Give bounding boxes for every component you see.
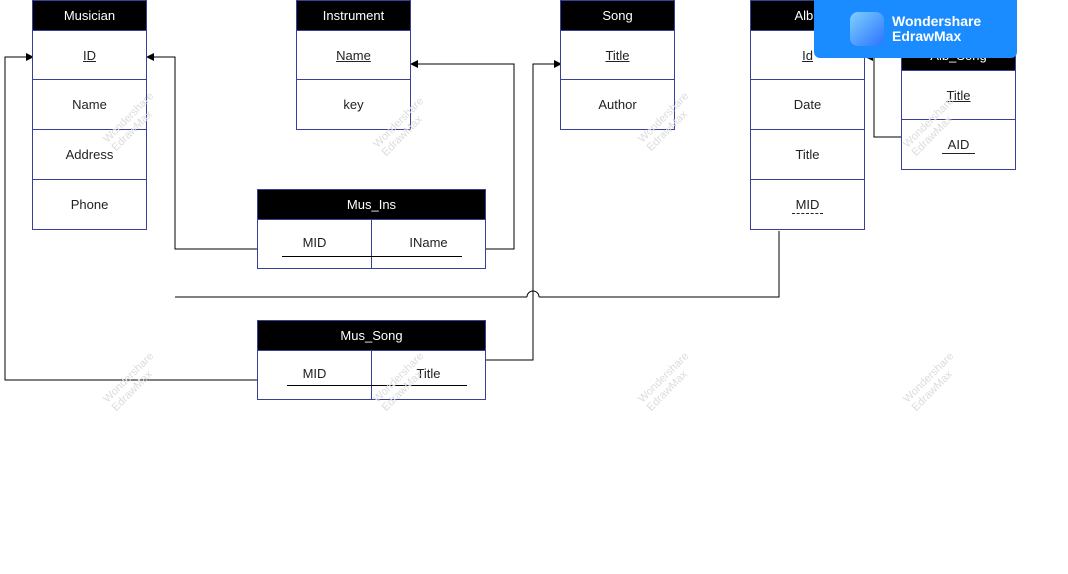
relation-mus-ins-title: Mus_Ins — [257, 189, 486, 219]
badge-text: Wondershare EdrawMax — [892, 13, 982, 44]
entity-musician[interactable]: Musician ID Name Address Phone — [32, 0, 147, 230]
entity-album-field-date: Date — [750, 80, 865, 130]
entity-musician-title: Musician — [32, 0, 147, 30]
entity-song-field-author: Author — [560, 80, 675, 130]
connector-album-mid-to-musician — [539, 231, 780, 298]
relation-mus-song-title: Mus_Song — [257, 320, 486, 350]
entity-instrument-field-name: Name — [296, 30, 411, 80]
entity-musician-field-address: Address — [32, 130, 147, 180]
relation-mus-song[interactable]: Mus_Song MID Title — [257, 320, 486, 400]
connector-albsong-aid-to-album-id — [865, 53, 902, 138]
entity-alb-song-field-title: Title — [901, 70, 1016, 120]
entity-alb-song[interactable]: Alb_Song Title AID — [901, 40, 1016, 170]
entity-song[interactable]: Song Title Author — [560, 0, 675, 130]
relation-mus-ins[interactable]: Mus_Ins MID IName — [257, 189, 486, 269]
relation-mus-ins-field-mid: MID — [302, 235, 327, 250]
connector-musins-mid-to-musician-id — [146, 53, 257, 250]
relation-mus-song-field-mid: MID — [302, 366, 327, 381]
entity-musician-field-name: Name — [32, 80, 147, 130]
entity-album-field-mid: MID — [750, 180, 865, 230]
entity-instrument[interactable]: Instrument Name key — [296, 0, 411, 130]
relation-mus-ins-field-iname: IName — [371, 220, 485, 268]
entity-musician-field-phone: Phone — [32, 180, 147, 230]
entity-album-field-title: Title — [750, 130, 865, 180]
edrawmax-logo-icon — [850, 12, 884, 46]
connector-musins-iname-to-instrument-name — [410, 60, 515, 250]
relation-mus-song-field-title: Title — [371, 351, 485, 399]
relation-mus-song-key-underline — [287, 385, 467, 386]
entity-musician-field-id: ID — [32, 30, 147, 80]
connector-album-mid-line-a — [539, 231, 780, 298]
entity-instrument-field-key: key — [296, 80, 411, 130]
entity-instrument-title: Instrument — [296, 0, 411, 30]
edrawmax-badge[interactable]: Wondershare EdrawMax — [814, 0, 1017, 58]
entity-song-title: Song — [560, 0, 675, 30]
connector-mussong-title-to-song-title — [486, 60, 562, 361]
relation-mus-ins-key-underline — [282, 256, 462, 257]
entity-alb-song-field-aid: AID — [901, 120, 1016, 170]
connector-mussong-mid-to-musician-id — [4, 53, 257, 381]
entity-song-field-title: Title — [560, 30, 675, 80]
